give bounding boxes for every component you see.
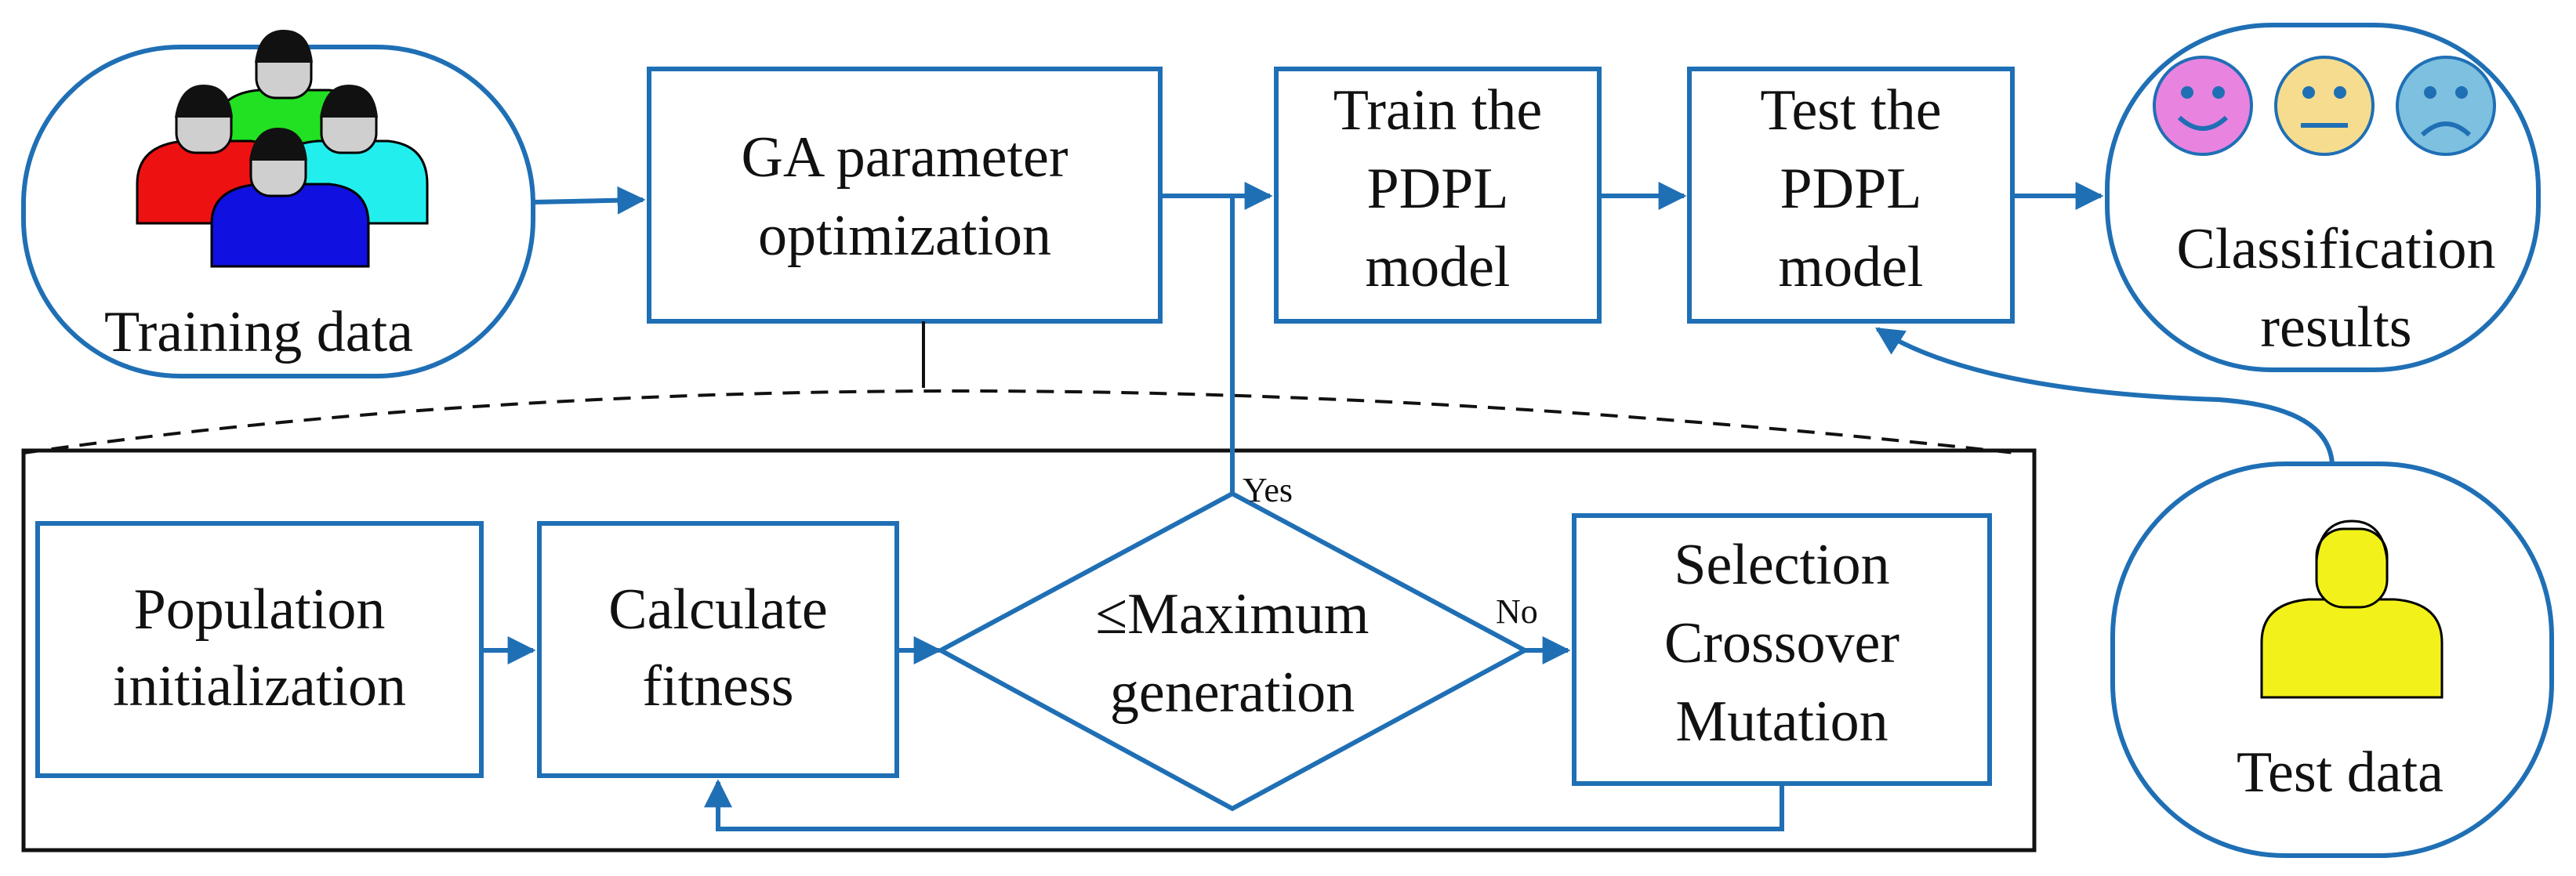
arrow-testdata-to-test xyxy=(1874,327,2335,465)
arrow-loop-back xyxy=(704,779,1784,831)
yes-label: Yes xyxy=(1243,471,1293,509)
group-of-people-icon xyxy=(136,30,429,268)
test-label-line1: Test the xyxy=(1760,78,1941,143)
dec-label-line1: ≤Maximum xyxy=(1096,582,1370,646)
calculate-fitness-node xyxy=(537,521,899,778)
ga-detail-frame xyxy=(21,448,2037,852)
test-label-line2: PDPL xyxy=(1780,157,1922,221)
sel-label-line3: Mutation xyxy=(1675,690,1888,754)
ga-label-line2: optimization xyxy=(758,204,1051,268)
pop-label-line1: Population xyxy=(134,577,386,642)
max-generation-decision xyxy=(935,490,1530,812)
expansion-dashed-arc xyxy=(23,389,2015,454)
ga-optimization-node xyxy=(647,67,1163,324)
fit-label-line1: Calculate xyxy=(608,577,827,642)
test-data-label: Test data xyxy=(2237,740,2444,805)
pop-label-line2: initialization xyxy=(113,654,406,719)
dec-label-line2: generation xyxy=(1110,661,1355,725)
training-data-label: Training data xyxy=(104,300,413,364)
happy-face-icon xyxy=(2153,56,2253,156)
population-init-node xyxy=(35,521,484,778)
train-label-line1: Train the xyxy=(1333,78,1543,143)
sel-label-line2: Crossover xyxy=(1664,611,1899,675)
train-model-node xyxy=(1274,67,1602,324)
test-model-node xyxy=(1687,67,2015,324)
train-label-line3: model xyxy=(1366,235,1511,299)
person-icon xyxy=(2260,519,2444,699)
sad-face-icon xyxy=(2396,56,2496,156)
no-label: No xyxy=(1496,592,1538,631)
sel-label-line1: Selection xyxy=(1674,533,1889,597)
train-label-line2: PDPL xyxy=(1367,157,1509,221)
fit-label-line2: fitness xyxy=(642,654,793,719)
person-red-icon xyxy=(136,85,292,225)
results-label-line1: Classification xyxy=(2177,217,2496,281)
arrow-training-to-ga xyxy=(532,186,646,215)
test-label-line3: model xyxy=(1779,235,1924,299)
selection-crossover-mutation-node xyxy=(1572,513,1992,786)
ga-label-line1: GA parameter xyxy=(741,125,1068,190)
neutral-face-icon xyxy=(2274,56,2375,156)
person-blue-icon xyxy=(210,128,370,268)
results-label-line2: results xyxy=(2260,295,2411,360)
